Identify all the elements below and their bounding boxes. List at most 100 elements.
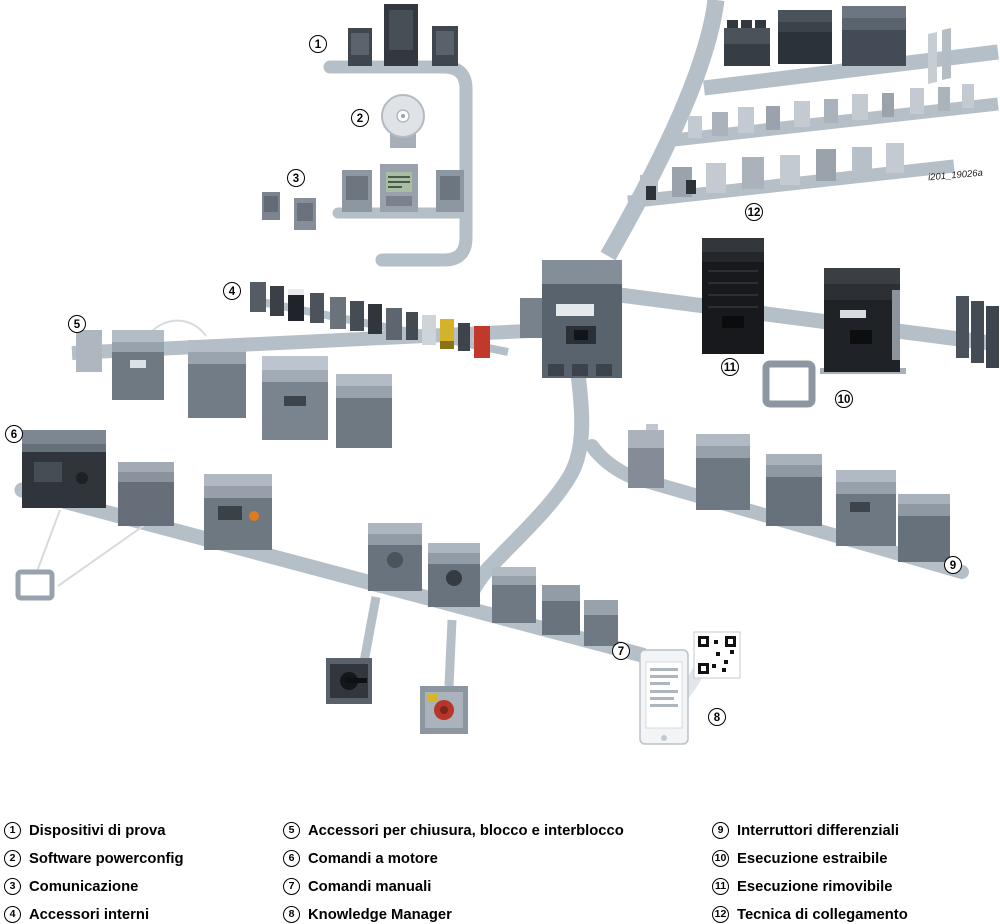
legend-item-7: 7 Comandi manuali [283,878,624,895]
rcd-small [628,430,664,488]
callout-10: 10 [835,390,853,408]
rcd-breaker-1 [696,434,750,510]
test-device-large [384,4,418,66]
wires [35,319,207,587]
central-breaker [520,260,622,378]
legend-number-4: 4 [4,906,21,923]
rcd-breaker-2 [766,454,822,526]
legend-number-5: 5 [283,822,300,839]
rotary-handle-emergency [420,686,468,734]
legend-label-2: Software powerconfig [29,850,184,867]
legend-number-2: 2 [4,850,21,867]
test-device-small [348,28,372,66]
legend-item-9: 9 Interruttori differenziali [712,822,908,839]
callout-6: 6 [5,425,23,443]
qr-code [693,631,741,679]
legend-item-4: 4 Accessori interni [4,906,184,923]
busbar-blocks [724,6,951,84]
legend-label-8: Knowledge Manager [308,906,452,923]
callout-2: 2 [351,109,369,127]
legend-label-4: Accessori interni [29,906,150,923]
test-device-medium [432,26,458,66]
callout-4: 4 [223,282,241,300]
rail-drop-handle-a [359,596,381,663]
legend-label-7: Comandi manuali [308,878,432,895]
endplate-left [76,330,102,372]
legend-number-1: 1 [4,822,21,839]
comm-module-small-2 [294,198,316,230]
callout-11: 11 [721,358,739,376]
interlock-breaker-1 [112,330,164,400]
legend-item-5: 5 Accessori per chiusura, blocco e inter… [283,822,624,839]
rail-drop-handle-b [444,619,457,687]
plugin-breaker [702,238,764,354]
legend-item-11: 11 Esecuzione rimovibile [712,878,908,895]
interlock-breaker-3 [262,356,328,440]
wire-interlock [149,319,207,337]
legend-number-11: 11 [712,878,729,895]
callout-1: 1 [309,35,327,53]
legend-number-8: 8 [283,906,300,923]
wire-motor-2 [57,523,147,587]
manual-operator-5 [584,600,618,646]
legend-column-2: 5 Accessori per chiusura, blocco e inter… [283,822,624,924]
legend-item-6: 6 Comandi a motore [283,850,624,867]
callout-12: 12 [745,203,763,221]
legend-label-12: Tecnica di collegamento [737,906,908,923]
legend-number-10: 10 [712,850,729,867]
interlock-breaker-4 [336,374,392,448]
legend-item-1: 1 Dispositivi di prova [4,822,184,839]
comm-module-a [342,170,372,212]
rcd-breaker-3 [836,470,896,546]
callout-5: 5 [68,315,86,333]
legend-number-6: 6 [283,850,300,867]
callout-9: 9 [944,556,962,574]
rail-right-branch [611,286,999,352]
legend-label-10: Esecuzione estraibile [737,850,888,867]
withdrawable-breaker [820,268,906,374]
comm-module-b [436,170,464,212]
comm-module-small-1 [262,192,280,220]
terminal-parts-lower [640,143,904,201]
software-disc [381,94,425,148]
legend-item-12: 12 Tecnica di collegamento [712,906,908,923]
motor-operator-display [204,474,272,550]
legend-label-5: Accessori per chiusura, blocco e interbl… [308,822,624,839]
mounting-frame-motor [15,569,55,601]
legend-column-1: 1 Dispositivi di prova 2 Software powerc… [4,822,184,924]
smartphone [639,649,689,745]
legend-number-12: 12 [712,906,729,923]
legend-label-11: Esecuzione rimovibile [737,878,893,895]
legend-column-3: 9 Interruttori differenziali 10 Esecuzio… [712,822,908,924]
rail-end-blocks [956,296,999,368]
interlock-breaker-2 [188,340,246,418]
legend: 1 Dispositivi di prova 2 Software powerc… [0,820,1000,924]
internal-accessories-row [250,282,490,358]
manual-operator-4 [542,585,580,635]
manual-operator-1 [368,523,422,591]
callout-8: 8 [708,708,726,726]
mounting-frame-plugin [762,360,816,408]
legend-label-1: Dispositivi di prova [29,822,166,839]
motor-operator-large [22,430,106,508]
wire-motor-1 [35,509,61,575]
legend-number-3: 3 [4,878,21,895]
rail-top-right-diagonal [600,0,725,261]
rotary-handle-black [326,658,372,704]
legend-label-6: Comandi a motore [308,850,438,867]
legend-number-7: 7 [283,878,300,895]
manual-operator-3 [492,567,536,623]
rcd-breaker-4 [898,494,950,562]
callout-7: 7 [612,642,630,660]
manual-operator-2 [428,543,480,607]
motor-operator-mid [118,462,174,526]
legend-item-3: 3 Comunicazione [4,878,184,895]
legend-item-2: 2 Software powerconfig [4,850,184,867]
callout-3: 3 [287,169,305,187]
legend-label-3: Comunicazione [29,878,139,895]
terminal-parts-upper [688,84,974,138]
legend-item-10: 10 Esecuzione estraibile [712,850,908,867]
comm-module-display [380,164,418,212]
